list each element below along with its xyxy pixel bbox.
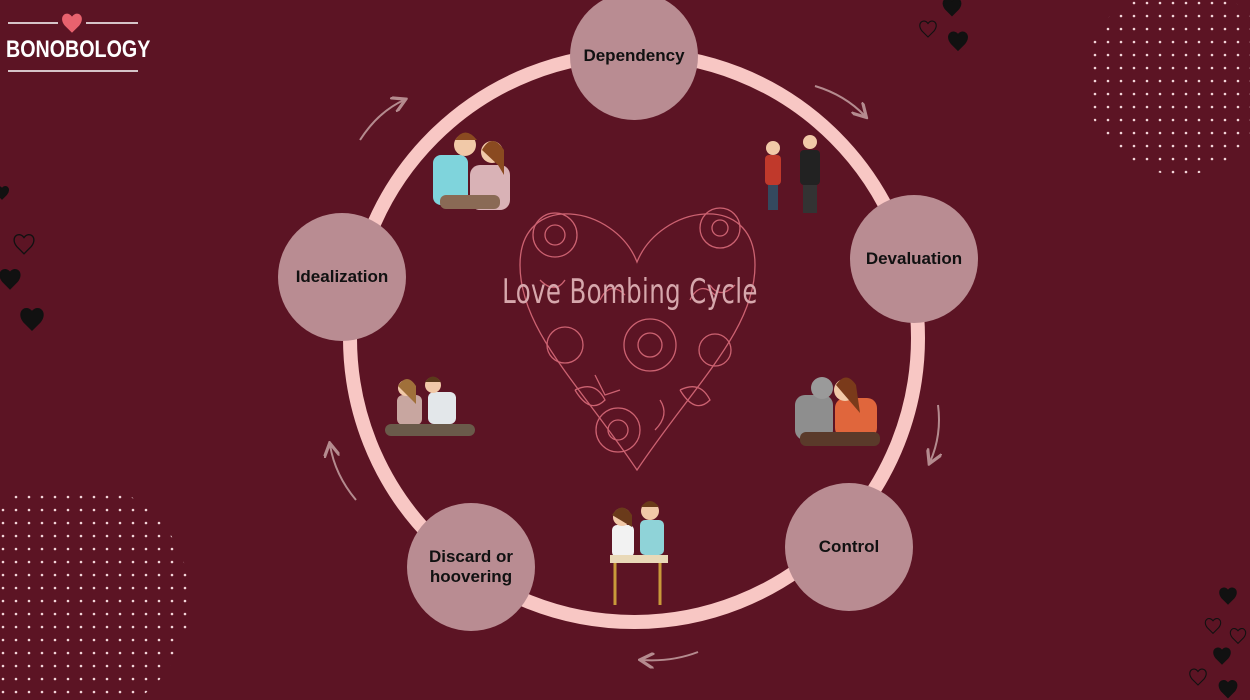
stage-label: Devaluation xyxy=(865,249,963,268)
floral-heart-icon xyxy=(519,207,756,472)
stage-label: Dependency xyxy=(583,46,685,65)
dot-pattern-icon xyxy=(1085,0,1250,175)
stage-idealization: Idealization xyxy=(278,213,406,341)
stage-label: Discard or hoovering xyxy=(428,547,514,586)
brand-logo[interactable]: BONOBOLOGY xyxy=(6,14,151,74)
couple-illustration-icon xyxy=(385,132,880,605)
heart-logo-icon xyxy=(62,13,82,33)
stage-dependency: Dependency xyxy=(570,0,698,120)
brand-name: BONOBOLOGY xyxy=(6,36,151,63)
diagram-title: Love Bombing Cycle xyxy=(502,272,758,312)
stage-label: Control xyxy=(818,537,880,556)
stage-label: Idealization xyxy=(295,267,389,286)
stage-devaluation: Devaluation xyxy=(850,195,978,323)
stage-control: Control xyxy=(785,483,913,611)
stage-discard: Discard or hoovering xyxy=(407,503,535,631)
curved-arrow-icon xyxy=(330,85,939,660)
dot-pattern-icon xyxy=(0,490,190,700)
